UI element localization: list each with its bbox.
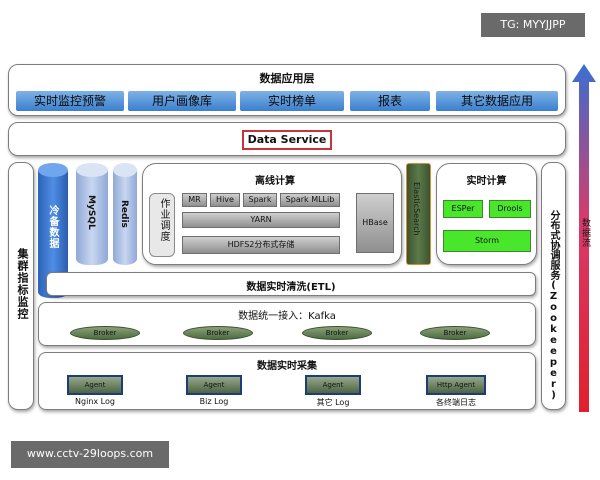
engine-spark-mllib[interactable]: Spark MLLib (280, 193, 340, 207)
offline-title: 离线计算 (255, 176, 295, 187)
watermark-top-right: TG: MYYJJPP (481, 13, 585, 37)
esper-box[interactable]: ESPer (443, 200, 483, 218)
agent-http-label: 各终端日志 (436, 398, 476, 407)
elasticsearch-label: ElasticSearch (412, 182, 421, 236)
engine-mr[interactable]: MR (182, 193, 207, 207)
zookeeper-label: 分布式协调服务(Zookeeper) (548, 210, 559, 401)
realtime-title: 实时计算 (466, 176, 507, 187)
data-service-panel (8, 122, 566, 156)
broker-4[interactable]: Broker (420, 326, 490, 340)
data-flow-arrow (572, 64, 596, 412)
data-service-box[interactable]: Data Service (242, 130, 332, 150)
kafka-title: 数据统一接入：Kafka (238, 311, 336, 322)
drools-box[interactable]: Drools (489, 200, 531, 218)
app-box-user-profile[interactable]: 用户画像库 (128, 91, 236, 111)
yarn-box[interactable]: YARN (182, 212, 340, 228)
agent-biz-label: Biz Log (199, 397, 229, 406)
agent-biz[interactable]: Agent (186, 375, 242, 395)
storm-box[interactable]: Storm (443, 230, 531, 252)
zookeeper-panel (541, 162, 566, 410)
redis-cylinder (113, 163, 137, 265)
agent-nginx[interactable]: Agent (67, 375, 123, 395)
elasticsearch-box[interactable]: ElasticSearch (406, 163, 431, 265)
app-box-ranking[interactable]: 实时榜单 (240, 91, 344, 111)
agent-other-label: 其它 Log (316, 398, 350, 407)
watermark-top-right-text: TG: MYYJJPP (500, 18, 566, 31)
cluster-monitor-panel (8, 162, 34, 410)
job-scheduler-box[interactable]: 作业调度 (149, 193, 175, 257)
hdfs-box[interactable]: HDFS2分布式存储 (182, 236, 340, 254)
data-flow-label: 数据流 (580, 218, 590, 248)
broker-2[interactable]: Broker (183, 326, 253, 340)
mysql-cylinder (76, 163, 108, 265)
broker-1[interactable]: Broker (70, 326, 140, 340)
app-layer-title: 数据应用层 (259, 72, 315, 85)
etl-label: 数据实时清洗(ETL) (246, 282, 336, 293)
agent-other[interactable]: Agent (305, 375, 361, 395)
engine-hive[interactable]: Hive (210, 193, 240, 207)
watermark-bottom-left-text: www.cctv-29loops.com (26, 447, 154, 460)
app-box-report[interactable]: 报表 (350, 91, 430, 111)
cluster-monitor-label: 集群指标监控 (16, 248, 29, 320)
app-box-monitor[interactable]: 实时监控预警 (16, 91, 124, 111)
redis-label: Redis (119, 200, 129, 228)
app-box-other-apps[interactable]: 其它数据应用 (436, 91, 558, 111)
mysql-label: MySQL (86, 195, 96, 230)
agent-http[interactable]: Http Agent (426, 375, 486, 395)
broker-3[interactable]: Broker (302, 326, 372, 340)
cold-backup-label: 冷备数据 (47, 205, 58, 249)
watermark-bottom-left: www.cctv-29loops.com (11, 441, 169, 468)
etl-panel (46, 272, 536, 296)
engine-spark[interactable]: Spark (243, 193, 277, 207)
hbase-box[interactable]: HBase (356, 193, 394, 253)
job-scheduler-label: 作业调度 (158, 198, 169, 242)
collection-title: 数据实时采集 (257, 361, 317, 372)
agent-nginx-label: Nginx Log (75, 397, 115, 406)
